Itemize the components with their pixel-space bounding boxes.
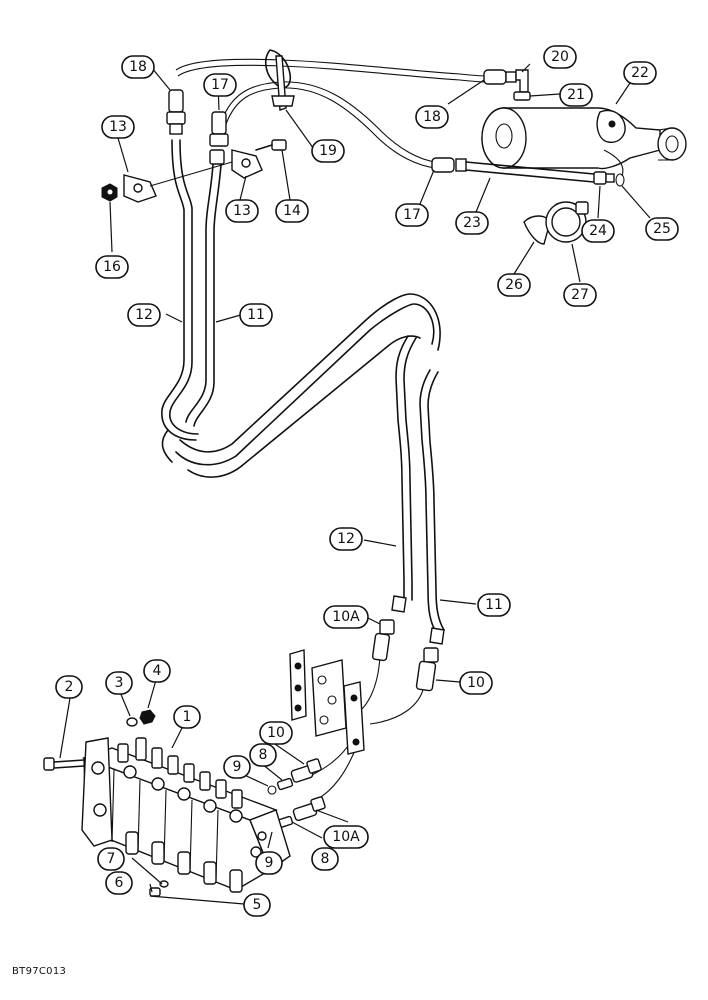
callout-13: 13	[101, 115, 135, 139]
callout-26: 26	[497, 273, 531, 297]
callout-17: 17	[395, 203, 429, 227]
svg-text:21: 21	[567, 87, 585, 103]
callout-19: 19	[311, 139, 345, 163]
svg-text:13: 13	[109, 119, 127, 135]
callout-10: 10	[259, 721, 293, 745]
svg-text:10A: 10A	[332, 829, 360, 845]
svg-text:16: 16	[103, 259, 121, 275]
callout-11: 11	[477, 593, 511, 617]
callout-10: 10	[459, 671, 493, 695]
svg-text:8: 8	[321, 851, 330, 867]
svg-text:10: 10	[267, 725, 285, 741]
cylinder-group	[431, 69, 687, 245]
callouts: 18 17 13 16 13 14 19 18 20 21 22 17 23 2…	[55, 45, 679, 917]
callout-25: 25	[645, 217, 679, 241]
svg-text:9: 9	[233, 759, 242, 775]
callout-4: 4	[143, 659, 171, 683]
callout-21: 21	[559, 83, 593, 107]
figure-reference-code: BT97C013	[12, 966, 67, 977]
callout-17: 17	[203, 73, 237, 97]
callout-7: 7	[97, 847, 125, 871]
svg-text:13: 13	[233, 203, 251, 219]
svg-text:4: 4	[153, 663, 162, 679]
svg-text:27: 27	[571, 287, 589, 303]
svg-text:7: 7	[107, 851, 116, 867]
callout-9: 9	[223, 755, 251, 779]
callout-16: 16	[95, 255, 129, 279]
svg-text:10A: 10A	[332, 609, 360, 625]
svg-text:24: 24	[589, 223, 607, 239]
callout-13: 13	[225, 199, 259, 223]
callout-10A: 10A	[323, 605, 369, 629]
svg-text:5: 5	[253, 897, 262, 913]
callout-11: 11	[239, 303, 273, 327]
svg-text:22: 22	[631, 65, 649, 81]
svg-text:10: 10	[467, 675, 485, 691]
callout-6: 6	[105, 871, 133, 895]
upper-fittings	[101, 49, 295, 203]
svg-text:23: 23	[463, 215, 481, 231]
callout-27: 27	[563, 283, 597, 307]
svg-text:2: 2	[65, 679, 74, 695]
callout-10A: 10A	[323, 825, 369, 849]
tube-lines	[161, 58, 487, 801]
callout-8: 8	[249, 743, 277, 767]
callout-23: 23	[455, 211, 489, 235]
callout-20: 20	[543, 45, 577, 69]
svg-text:11: 11	[247, 307, 265, 323]
callout-9: 9	[255, 851, 283, 875]
callout-1: 1	[173, 705, 201, 729]
svg-text:25: 25	[653, 221, 671, 237]
svg-text:1: 1	[183, 709, 192, 725]
callout-22: 22	[623, 61, 657, 85]
callout-8: 8	[311, 847, 339, 871]
callout-5: 5	[243, 893, 271, 917]
callout-12: 12	[329, 527, 363, 551]
svg-text:18: 18	[129, 59, 147, 75]
callout-18: 18	[121, 55, 155, 79]
svg-text:3: 3	[115, 675, 124, 691]
control-valve	[43, 709, 291, 897]
callout-2: 2	[55, 675, 83, 699]
svg-text:9: 9	[265, 855, 274, 871]
svg-text:8: 8	[259, 747, 268, 763]
callout-18: 18	[415, 105, 449, 129]
svg-text:17: 17	[211, 77, 229, 93]
callout-14: 14	[275, 199, 309, 223]
lower-fittings	[263, 595, 445, 833]
svg-text:17: 17	[403, 207, 421, 223]
svg-text:12: 12	[135, 307, 153, 323]
svg-text:14: 14	[283, 203, 301, 219]
svg-text:12: 12	[337, 531, 355, 547]
callout-12: 12	[127, 303, 161, 327]
svg-text:20: 20	[551, 49, 569, 65]
callout-24: 24	[581, 219, 615, 243]
svg-text:6: 6	[115, 875, 124, 891]
callout-3: 3	[105, 671, 133, 695]
svg-text:19: 19	[319, 143, 337, 159]
svg-text:26: 26	[505, 277, 523, 293]
svg-text:11: 11	[485, 597, 503, 613]
svg-text:18: 18	[423, 109, 441, 125]
